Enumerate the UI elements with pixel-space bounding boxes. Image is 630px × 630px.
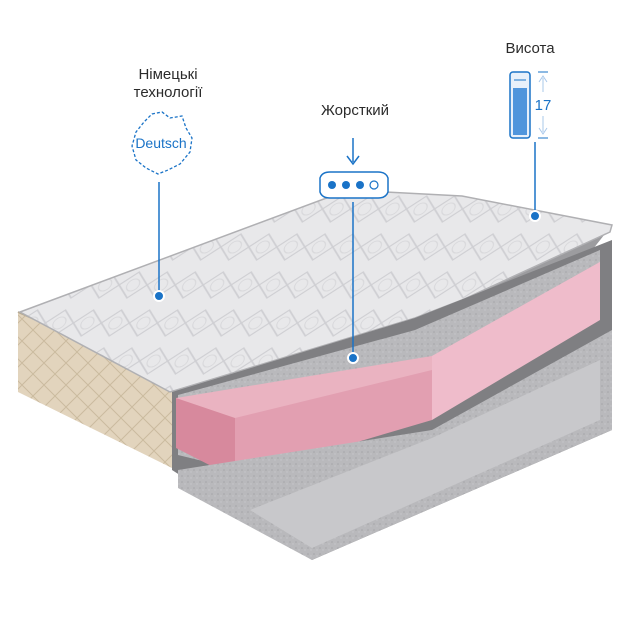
foam-front-face (176, 398, 235, 478)
feature-label-height: Висота (505, 40, 555, 57)
firmness-dot-1 (328, 181, 336, 189)
germany-label-line1: Німецькі (138, 66, 198, 83)
deutsch-badge: Deutsch (135, 135, 186, 151)
foam-top-face (176, 262, 600, 448)
firmness-dot-4 (369, 180, 379, 190)
mattress-side-cover (18, 312, 172, 468)
foam-inner-face (235, 370, 432, 478)
germany-label-line2: технології (133, 84, 203, 101)
firmness-dot-3 (356, 181, 364, 189)
hardness-callout-dot (347, 352, 359, 364)
firmness-dots-icon (319, 138, 389, 199)
height-value: 17 (535, 97, 552, 114)
germany-callout-dot (153, 290, 165, 302)
foam-right-face (432, 262, 600, 420)
height-callout-dot (529, 210, 541, 222)
feature-label-hardness: Жорсткий (320, 102, 390, 119)
feature-label-germany: Німецькі технології (98, 66, 238, 102)
germany-map-icon: Deutsch (131, 111, 193, 175)
height-ruler-icon: 17 (509, 71, 552, 139)
firmness-dot-2 (342, 181, 350, 189)
bottom-cover (250, 360, 600, 548)
